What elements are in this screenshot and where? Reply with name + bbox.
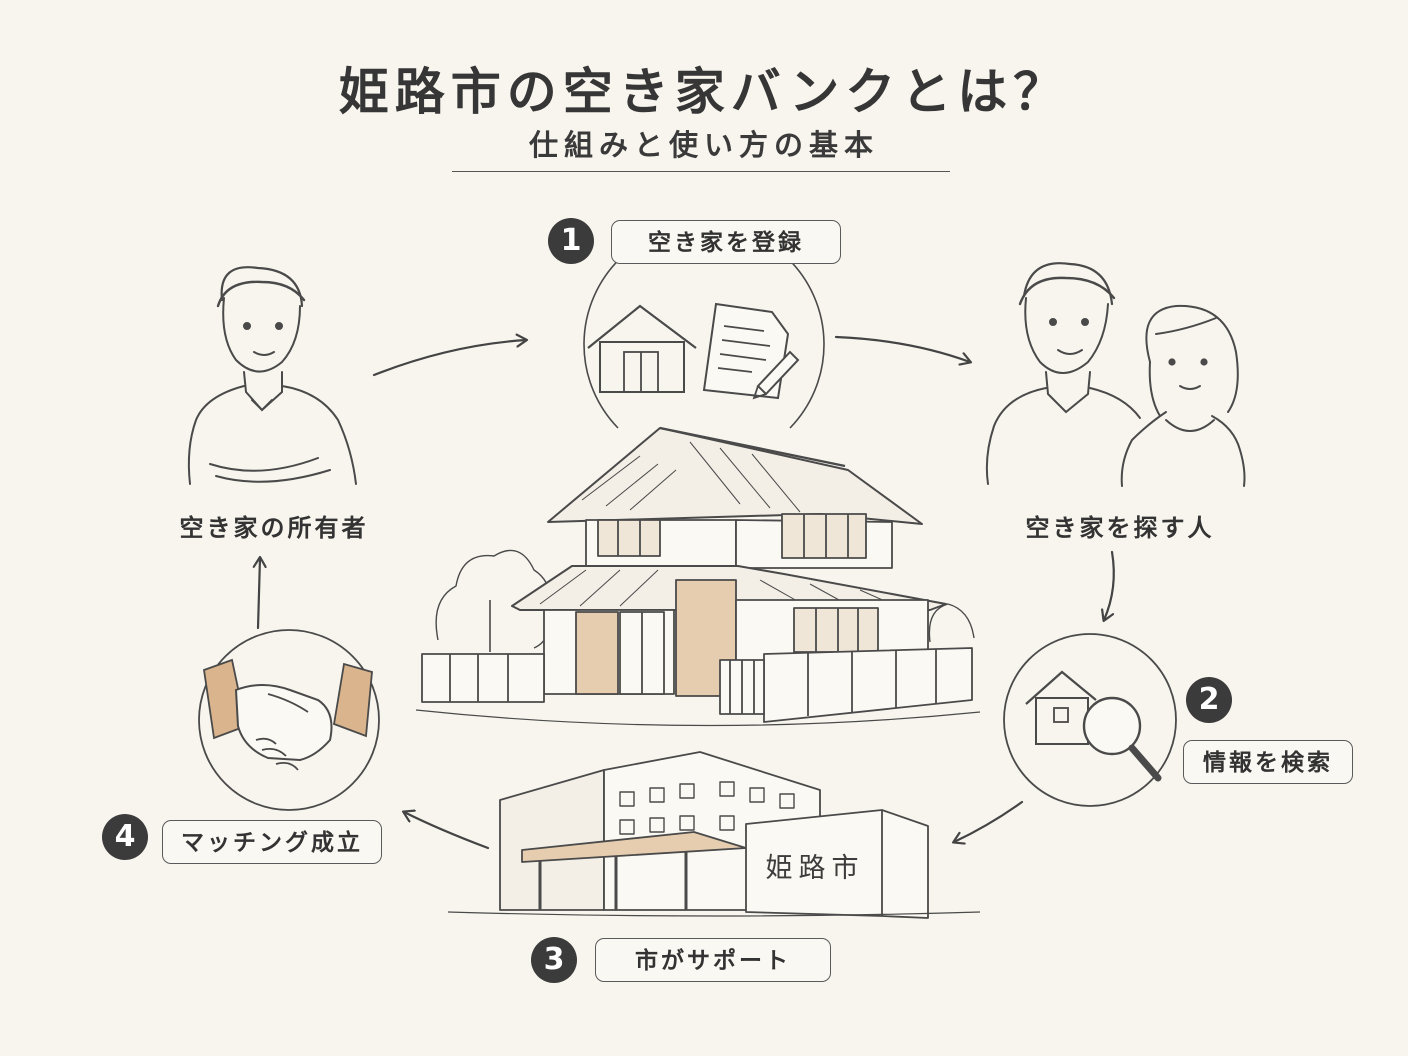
step-3-badge: 3	[531, 937, 577, 983]
step-2-badge: 2	[1186, 677, 1232, 723]
seeker-figures	[985, 262, 1246, 487]
page-title: 姫路市の空き家バンクとは？	[338, 63, 1070, 121]
city-hall-building	[447, 751, 981, 919]
house-icon	[587, 304, 697, 393]
seeker-label: 空き家を探す人	[1025, 514, 1215, 542]
handshake-circle	[198, 629, 380, 811]
pencil-icon	[752, 350, 800, 400]
search-circle	[1003, 633, 1177, 807]
owner-label: 空き家の所有者	[179, 514, 369, 542]
step-4-label: マッチング成立	[162, 820, 382, 864]
traditional-house	[415, 426, 981, 727]
step-1-label: 空き家を登録	[611, 220, 841, 264]
arrow-owner-to-register	[372, 340, 526, 377]
title-rule	[452, 171, 950, 172]
arrow-seeker-to-search	[1104, 550, 1115, 620]
magnifier-icon	[1082, 696, 1162, 782]
arrow-search-to-city	[954, 800, 1024, 842]
page-subtitle: 仕組みと使い方の基本	[528, 128, 879, 162]
flow-arrows	[258, 335, 1115, 850]
step-4-badge: 4	[102, 814, 148, 860]
arrow-match-to-owner	[258, 558, 260, 630]
arrow-city-to-match	[404, 812, 490, 850]
step-3-label: 市がサポート	[595, 938, 831, 982]
city-hall-sign: 姫路市	[765, 853, 865, 884]
arrow-register-to-seeker	[834, 335, 970, 362]
city-hall-windows	[619, 781, 795, 835]
owner-figure	[187, 266, 357, 485]
step-1-badge: 1	[548, 218, 594, 264]
step-2-label: 情報を検索	[1183, 740, 1353, 784]
